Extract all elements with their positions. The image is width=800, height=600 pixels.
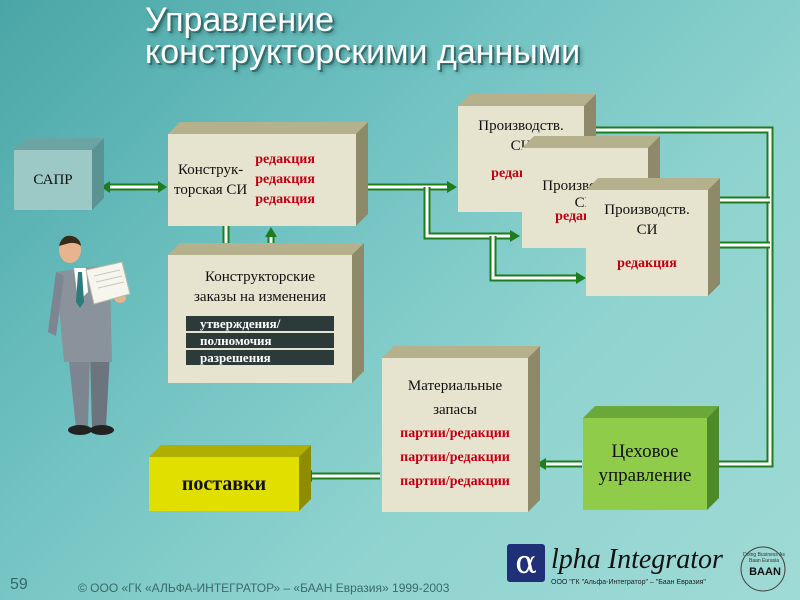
- design-si-edition: редакция: [255, 152, 315, 167]
- title-line-2: конструкторскими данными: [145, 33, 581, 71]
- design-si-edition: редакция: [255, 172, 315, 187]
- production-si-3-line-1: Производств.: [604, 202, 690, 218]
- change-orders-line-2: заказы на изменения: [193, 289, 327, 305]
- production-si-block-3: Производств. СИ редакция: [586, 178, 720, 296]
- sapr-label: САПР: [33, 172, 73, 188]
- shop-control-line-2: управление: [598, 465, 692, 486]
- production-si-3-line-2: СИ: [636, 222, 658, 238]
- approval-bar: утверждения/: [186, 316, 334, 331]
- production-si-3-edition: редакция: [617, 256, 677, 271]
- design-si-line-2: торская СИ: [174, 182, 248, 198]
- shop-control-block: Цеховое управление: [583, 406, 719, 510]
- materials-line-2: запасы: [433, 402, 477, 418]
- logo-subtitle: ООО "ГК "Альфа-Интегратор" – "Баан Евраз…: [551, 579, 706, 586]
- change-orders-block: Конструкторские заказы на изменения утве…: [168, 243, 364, 383]
- title-line-1: Управление: [145, 1, 335, 39]
- design-si-line-1: Конструк-: [177, 162, 244, 178]
- arrow-production-to-shop: [596, 126, 774, 470]
- design-si-edition: редакция: [255, 192, 315, 207]
- alpha-icon: α: [507, 544, 545, 582]
- shop-control-line-1: Цеховое: [611, 441, 679, 462]
- authority-bar: полномочия: [186, 333, 334, 348]
- logo-name: lpha Integrator: [551, 544, 723, 575]
- change-orders-line-1: Конструкторские: [204, 269, 316, 285]
- materials-batch: партии/редакции: [400, 450, 510, 465]
- supply-block: поставки: [149, 445, 311, 511]
- arrow-shop-to-materials: [536, 458, 582, 470]
- baan-emblem: [740, 546, 786, 592]
- arrow-branch-production-3: [489, 236, 586, 284]
- supply-label: поставки: [181, 472, 267, 495]
- production-si-1-line-1: Производств.: [478, 118, 564, 134]
- arrow-sapr-design: [101, 181, 167, 193]
- arrow-materials-to-supply: [302, 470, 380, 482]
- materials-batch: партии/редакции: [400, 426, 510, 441]
- sapr-block: САПР: [14, 138, 104, 210]
- materials-line-1: Материальные: [407, 378, 503, 394]
- page-title: Управление конструкторскими данными: [145, 1, 745, 71]
- page-number: 59: [10, 576, 28, 593]
- arrow-branch-production-2: [423, 187, 520, 242]
- company-logo: α lpha Integrator ООО "ГК "Альфа-Интегра…: [505, 540, 795, 598]
- materials-batch: партии/редакции: [400, 474, 510, 489]
- arrow-design-to-production: [368, 181, 457, 193]
- permission-bar: разрешения: [186, 350, 334, 365]
- material-stocks-block: Материальные запасы партии/редакции парт…: [382, 346, 540, 512]
- baan-tagline: Doing Business As Baan Eurasia: [743, 552, 785, 564]
- baan-wordmark: BAAN: [749, 566, 781, 578]
- design-si-block: Конструк- торская СИ редакция редакция р…: [168, 122, 368, 226]
- copyright-footer: © ООО «ГК «АЛЬФА-ИНТЕГРАТОР» – «БААН Евр…: [78, 581, 450, 595]
- businessman-illustration: [48, 235, 131, 435]
